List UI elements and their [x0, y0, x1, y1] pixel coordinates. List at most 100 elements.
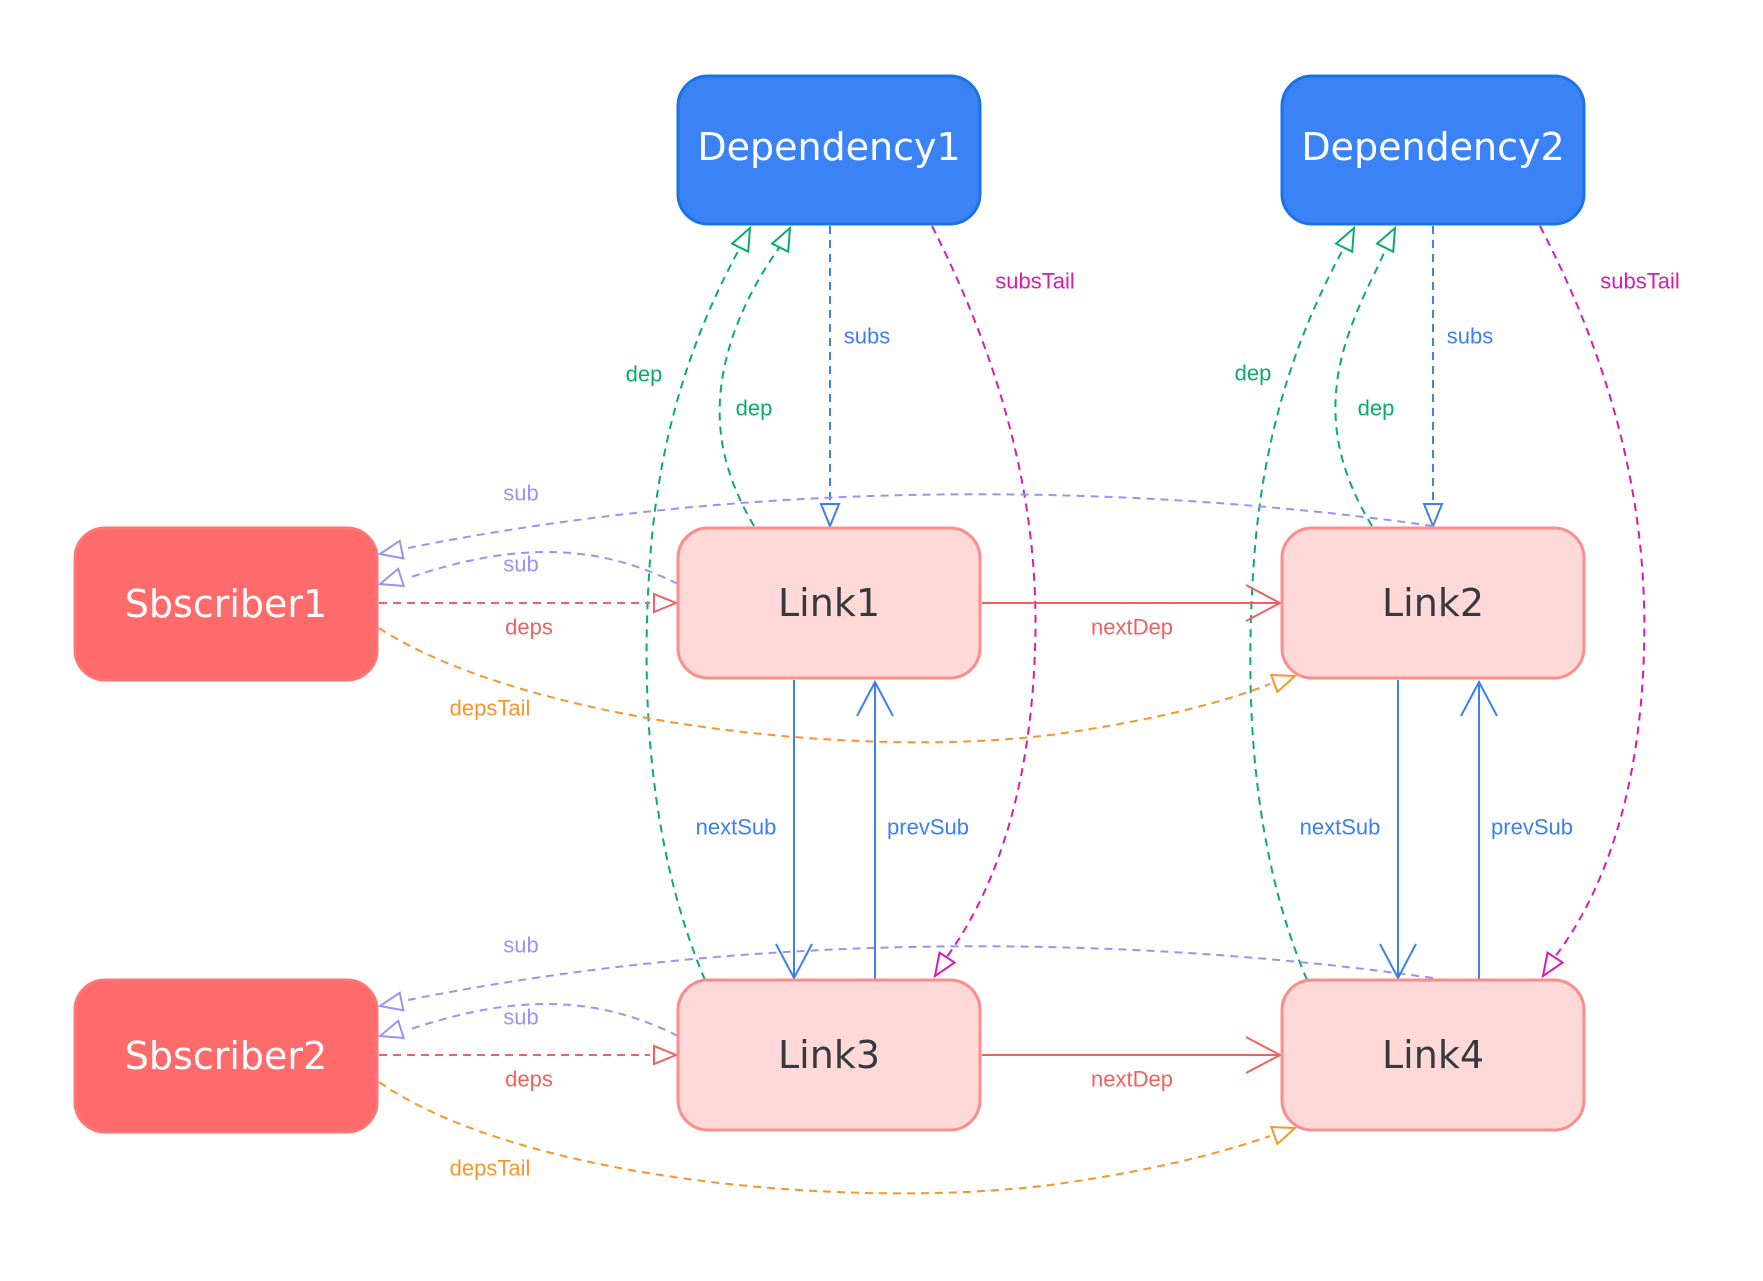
edge-line — [407, 550, 679, 585]
edges-layer — [377, 225, 1646, 1195]
arrowhead-hollow-triangle-icon — [933, 951, 957, 979]
edge-label-sub: sub — [503, 1005, 538, 1030]
arrowhead-open-icon — [1245, 584, 1283, 622]
edge-label-prevSub: prevSub — [887, 815, 969, 840]
arrowhead-hollow-triangle-icon — [1375, 225, 1397, 254]
edge-d2-subsTail-l4 — [1539, 225, 1646, 979]
edge-label-subs: subs — [844, 324, 890, 349]
node-link2[interactable]: Link2 — [1280, 526, 1586, 680]
edge-label-dep: dep — [626, 362, 663, 387]
link-box[interactable] — [1280, 526, 1586, 680]
edge-label-depsTail: depsTail — [450, 696, 531, 721]
arrowhead-hollow-triangle-icon — [1269, 673, 1298, 694]
arrowhead-hollow-triangle-icon — [730, 225, 752, 254]
link-label: Link3 — [778, 1033, 880, 1077]
edge-line — [407, 493, 1434, 549]
edge-label-depsTail: depsTail — [450, 1156, 531, 1181]
edge-l1-sub-s1 — [377, 550, 679, 588]
edge-l2-nextSub-l4 — [1379, 680, 1417, 981]
link-box[interactable] — [1280, 978, 1586, 1132]
node-subscriber2[interactable]: Sbscriber2 — [73, 978, 379, 1134]
subscriber-box[interactable] — [73, 978, 379, 1134]
edge-label-sub: sub — [503, 481, 538, 506]
arrowhead-hollow-triangle-icon — [1541, 951, 1565, 979]
edge-label-dep: dep — [1358, 396, 1395, 421]
edge-line — [1334, 243, 1388, 527]
link-label: Link1 — [778, 581, 880, 625]
edge-label-nextSub: nextSub — [1300, 815, 1381, 840]
edge-d1-subs-l1 — [819, 226, 841, 529]
edge-l4-prevSub-l2 — [1460, 679, 1498, 980]
arrowhead-hollow-triangle-icon — [1334, 225, 1356, 254]
arrowhead-hollow-triangle-icon — [377, 1019, 406, 1040]
node-link1[interactable]: Link1 — [676, 526, 982, 680]
edge-l1-dep-d1 — [718, 225, 792, 527]
node-dependency1[interactable]: Dependency1 — [676, 74, 982, 226]
edge-line — [378, 627, 1271, 744]
edge-l3-nextDep-l4 — [982, 1036, 1283, 1074]
edge-label-subsTail: subsTail — [995, 269, 1074, 294]
edge-line — [1249, 243, 1347, 981]
edge-label-nextDep: nextDep — [1091, 615, 1173, 640]
dependency-label: Dependency2 — [1301, 125, 1564, 169]
subscriber-label: Sbscriber1 — [125, 582, 327, 626]
arrowhead-hollow-triangle-icon — [377, 539, 405, 560]
edge-l3-prevSub-l1 — [856, 679, 894, 980]
edge-label-nextSub: nextSub — [696, 815, 777, 840]
edge-l3-sub-s2 — [377, 1002, 679, 1040]
edge-l2-sub-s1 — [377, 493, 1434, 560]
link-label: Link2 — [1382, 581, 1484, 625]
edge-s1-deps-l1 — [379, 592, 679, 614]
arrowhead-open-icon — [1379, 943, 1417, 981]
edge-s1-depsTail-l2 — [378, 627, 1298, 744]
node-link4[interactable]: Link4 — [1280, 978, 1586, 1132]
arrowhead-hollow-triangle-icon — [770, 225, 792, 254]
link-box[interactable] — [676, 526, 982, 680]
edge-l4-sub-s2 — [377, 945, 1434, 1012]
labels-layer: subs subs subsTail subsTail dep dep dep dep sub s… — [450, 269, 1680, 1181]
edge-s2-deps-l3 — [379, 1044, 679, 1066]
subscriber-label: Sbscriber2 — [125, 1034, 327, 1078]
link-box[interactable] — [676, 978, 982, 1132]
arrowhead-hollow-triangle-icon — [819, 503, 841, 529]
arrowhead-open-icon — [775, 943, 813, 981]
arrowhead-hollow-triangle-icon — [653, 1044, 679, 1066]
node-dependency2[interactable]: Dependency2 — [1280, 74, 1586, 226]
dependency-box[interactable] — [676, 74, 982, 226]
edge-label-prevSub: prevSub — [1491, 815, 1573, 840]
nodes-layer: Dependency1 Dependency2Sbscriber1Sbscribe… — [73, 74, 1586, 1134]
edge-label-dep: dep — [736, 396, 773, 421]
edge-line — [645, 243, 743, 981]
edge-s2-depsTail-l4 — [378, 1081, 1298, 1195]
edge-line — [718, 243, 783, 527]
edge-label-subs: subs — [1447, 324, 1493, 349]
arrowhead-hollow-triangle-icon — [653, 592, 679, 614]
dependency-box[interactable] — [1280, 74, 1586, 226]
edge-label-nextDep: nextDep — [1091, 1067, 1173, 1092]
edge-line — [1539, 225, 1646, 963]
arrowhead-hollow-triangle-icon — [377, 567, 406, 588]
edge-line — [407, 1002, 679, 1037]
edge-l3-dep-d1 — [645, 225, 752, 981]
arrowhead-open-icon — [856, 679, 894, 717]
edge-line — [931, 225, 1037, 963]
edge-d1-subsTail-l3 — [931, 225, 1037, 979]
node-subscriber1[interactable]: Sbscriber1 — [73, 526, 379, 682]
edge-label-deps: deps — [505, 615, 553, 640]
edge-label-subsTail: subsTail — [1600, 269, 1679, 294]
arrowhead-open-icon — [1245, 1036, 1283, 1074]
edge-l4-dep-d2 — [1249, 225, 1356, 981]
node-link3[interactable]: Link3 — [676, 978, 982, 1132]
edge-l1-nextDep-l2 — [982, 584, 1283, 622]
arrowhead-hollow-triangle-icon — [1269, 1125, 1298, 1146]
edge-label-dep: dep — [1235, 361, 1272, 386]
edge-line — [378, 1081, 1271, 1195]
edge-label-sub: sub — [503, 552, 538, 577]
edge-d2-subs-l2 — [1422, 226, 1444, 529]
edge-l1-nextSub-l3 — [775, 680, 813, 981]
edge-label-sub: sub — [503, 933, 538, 958]
dependency-label: Dependency1 — [697, 125, 960, 169]
subscriber-box[interactable] — [73, 526, 379, 682]
edge-line — [407, 945, 1434, 1001]
